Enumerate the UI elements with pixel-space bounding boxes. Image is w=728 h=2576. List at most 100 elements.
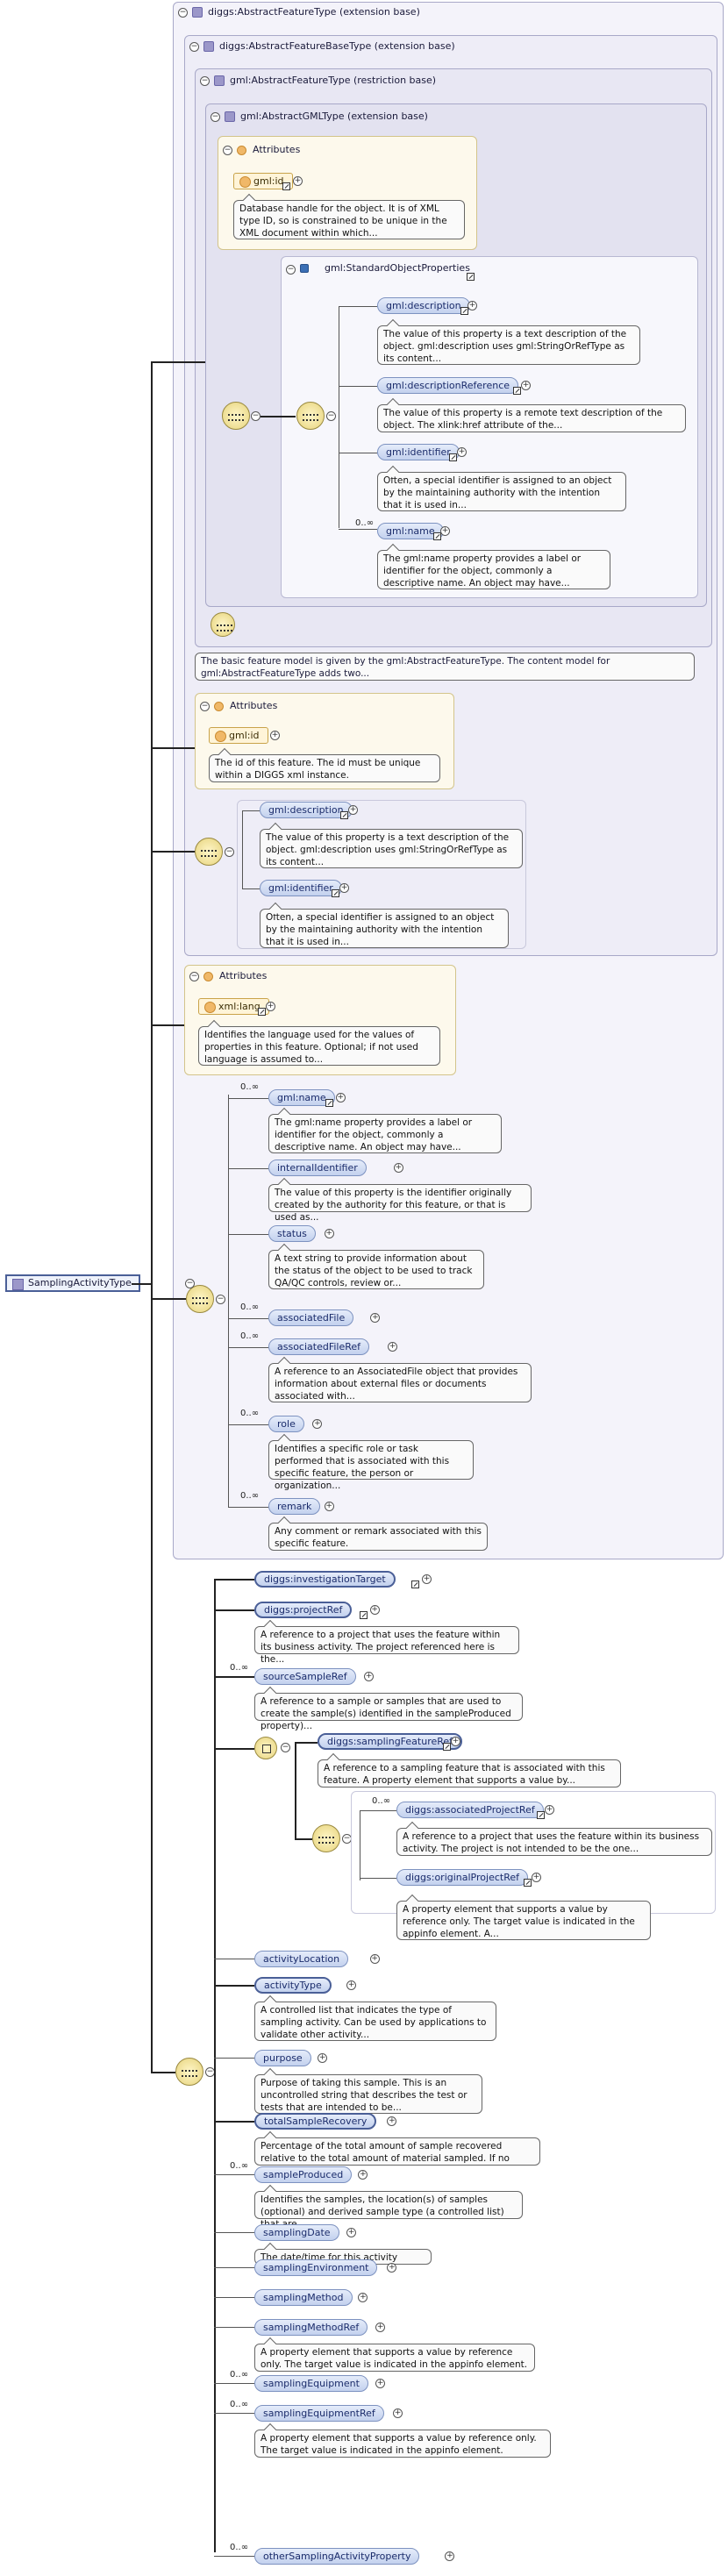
af-seq-element[interactable]: associatedFile	[268, 1309, 354, 1326]
collapse-toggle[interactable]: −	[326, 411, 336, 421]
link-icon[interactable]	[325, 1099, 333, 1107]
expand-toggle[interactable]: +	[387, 2116, 397, 2126]
expand-toggle[interactable]: +	[318, 2053, 328, 2063]
main-element[interactable]: samplingEquipmentRef	[254, 2405, 384, 2422]
main-element[interactable]: sampleProduced	[254, 2166, 353, 2183]
expand-toggle[interactable]: +	[266, 1002, 275, 1011]
expand-toggle[interactable]: +	[393, 1163, 403, 1173]
expand-toggle[interactable]: +	[388, 1342, 398, 1352]
expand-toggle[interactable]: +	[457, 447, 467, 457]
fb-identifier[interactable]: gml:identifier	[260, 880, 342, 896]
collapse-toggle[interactable]: −	[189, 42, 199, 52]
expand-toggle[interactable]: +	[440, 526, 450, 536]
main-element[interactable]: samplingMethod	[254, 2289, 353, 2306]
link-icon[interactable]	[332, 889, 339, 897]
main-element[interactable]: samplingDate	[254, 2224, 339, 2241]
expand-toggle[interactable]: +	[339, 883, 349, 893]
associated-project-ref[interactable]: diggs:associatedProjectRef	[396, 1802, 544, 1818]
expand-toggle[interactable]: +	[346, 1980, 357, 1990]
link-icon[interactable]	[467, 273, 475, 281]
sequence-compositor-icon[interactable]	[175, 2058, 203, 2086]
link-icon[interactable]	[537, 1811, 545, 1819]
af-seq-element[interactable]: remark	[268, 1498, 321, 1515]
af-seq-element[interactable]: associatedFileRef	[268, 1338, 370, 1355]
main-element[interactable]: activityType	[254, 1977, 332, 1994]
link-icon[interactable]	[443, 1743, 451, 1751]
af-seq-element[interactable]: role	[268, 1416, 304, 1432]
expand-toggle[interactable]: +	[370, 1313, 381, 1323]
main-element[interactable]: diggs:projectRef	[254, 1602, 353, 1618]
link-icon[interactable]	[460, 307, 468, 315]
collapse-toggle[interactable]: −	[211, 112, 220, 122]
af-seq-element[interactable]: status	[268, 1225, 316, 1242]
main-element[interactable]: totalSampleRecovery	[254, 2113, 377, 2130]
collapse-toggle[interactable]: −	[223, 146, 232, 155]
expand-toggle[interactable]: +	[445, 2551, 455, 2561]
main-element[interactable]: diggs:investigationTarget	[254, 1571, 396, 1588]
expand-toggle[interactable]: +	[324, 1502, 334, 1511]
expand-toggle[interactable]: +	[369, 1954, 380, 1964]
link-icon[interactable]	[513, 387, 521, 395]
link-icon[interactable]	[411, 1581, 419, 1588]
expand-toggle[interactable]: +	[346, 2228, 357, 2237]
root-element[interactable]: SamplingActivityType	[5, 1274, 140, 1292]
sequence-compositor-icon[interactable]	[222, 402, 250, 430]
expand-toggle[interactable]: +	[532, 1873, 541, 1882]
choice-compositor-icon[interactable]	[254, 1737, 277, 1759]
sequence-compositor-icon[interactable]	[312, 1824, 340, 1852]
expand-toggle[interactable]: +	[387, 2263, 397, 2273]
fb-description[interactable]: gml:description	[260, 802, 353, 818]
attribute-gml-id[interactable]: gml:id	[233, 173, 293, 189]
collapse-toggle[interactable]: −	[251, 411, 261, 421]
main-element[interactable]: purpose	[254, 2050, 311, 2066]
link-icon[interactable]	[340, 811, 348, 819]
main-element[interactable]: samplingMethodRef	[254, 2319, 368, 2336]
expand-toggle[interactable]: +	[293, 176, 303, 186]
attribute-gml-id[interactable]: gml:id	[209, 727, 268, 744]
expand-toggle[interactable]: +	[521, 381, 531, 390]
expand-toggle[interactable]: +	[348, 805, 358, 815]
sequence-compositor-icon[interactable]	[195, 838, 223, 866]
expand-toggle[interactable]: +	[358, 2170, 368, 2180]
main-element[interactable]: sourceSampleRef	[254, 1668, 356, 1685]
expand-toggle[interactable]: +	[335, 1093, 346, 1102]
af-seq-element[interactable]: gml:name	[268, 1089, 335, 1106]
sequence-compositor-icon[interactable]	[296, 402, 325, 430]
main-element[interactable]: otherSamplingActivityProperty	[254, 2548, 420, 2565]
original-project-ref[interactable]: diggs:originalProjectRef	[396, 1869, 528, 1886]
collapse-toggle[interactable]: −	[189, 972, 199, 981]
af-seq-element[interactable]: internalIdentifier	[268, 1160, 367, 1176]
main-element[interactable]: activityLocation	[254, 1951, 349, 1967]
expand-toggle[interactable]: +	[369, 1605, 380, 1615]
sop-identifier[interactable]: gml:identifier	[377, 444, 460, 460]
collapse-toggle[interactable]: −	[200, 702, 210, 711]
link-icon[interactable]	[449, 453, 457, 461]
collapse-toggle[interactable]: −	[281, 1743, 290, 1752]
sop-name[interactable]: gml:name	[377, 523, 444, 539]
collapse-toggle[interactable]: −	[200, 76, 210, 86]
main-element[interactable]: samplingEnvironment	[254, 2259, 378, 2276]
link-icon[interactable]	[433, 532, 441, 540]
expand-toggle[interactable]: +	[393, 2408, 403, 2418]
expand-toggle[interactable]: +	[422, 1574, 432, 1584]
main-element[interactable]: samplingEquipment	[254, 2375, 368, 2392]
expand-toggle[interactable]: +	[545, 1805, 554, 1815]
expand-toggle[interactable]: −	[185, 1279, 195, 1288]
expand-toggle[interactable]: +	[364, 1672, 374, 1681]
expand-toggle[interactable]: +	[358, 2293, 368, 2302]
collapse-toggle[interactable]: −	[286, 265, 296, 275]
expand-toggle[interactable]: +	[270, 731, 280, 740]
link-icon[interactable]	[359, 1611, 368, 1619]
sequence-compositor-icon[interactable]	[186, 1285, 214, 1313]
sop-description[interactable]: gml:description	[377, 297, 470, 314]
collapse-toggle[interactable]: −	[178, 8, 188, 18]
sampling-feature-ref[interactable]: diggs:samplingFeatureRef	[318, 1733, 463, 1750]
link-icon[interactable]	[282, 182, 290, 190]
sop-description-reference[interactable]: gml:descriptionReference	[377, 377, 519, 394]
link-icon[interactable]	[258, 1008, 266, 1016]
expand-toggle[interactable]: +	[312, 1419, 323, 1429]
link-icon[interactable]	[524, 1879, 532, 1887]
collapse-toggle[interactable]: −	[225, 847, 234, 857]
expand-toggle[interactable]: +	[451, 1737, 460, 1746]
expand-toggle[interactable]: +	[375, 2323, 386, 2332]
